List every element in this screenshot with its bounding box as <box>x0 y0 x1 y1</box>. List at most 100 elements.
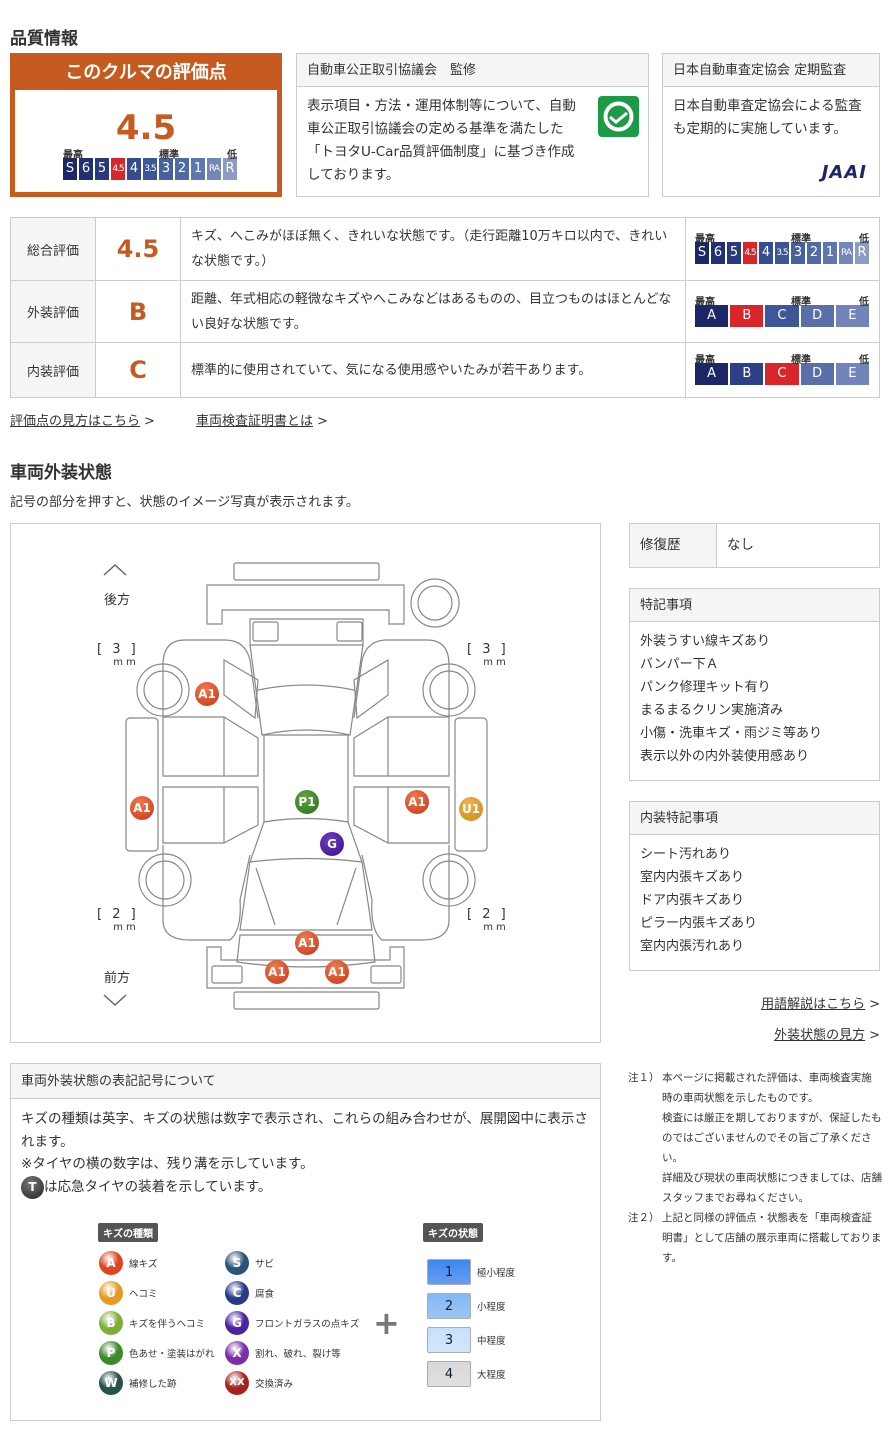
rating-label: 総合評価 <box>10 217 96 281</box>
scale-cell: S <box>695 242 709 264</box>
list-item: ピラー内張キズあり <box>640 916 758 931</box>
list-item: シート汚れあり <box>640 847 732 862</box>
scale-label-high: 最高 <box>63 150 83 161</box>
score-guide-link[interactable]: 評価点の見方はこちら> <box>10 410 155 429</box>
car-outline <box>125 562 488 1010</box>
damage-type-label: 交換済み <box>255 1379 294 1390</box>
scale-cell: 3.5 <box>143 158 157 180</box>
table-row: 内装評価 C 標準的に使用されていて、気になる使用感やいたみが若干あります。 最… <box>10 342 880 398</box>
scale-cell: 6 <box>711 242 725 264</box>
damage-state-badge: 2 <box>427 1293 471 1319</box>
front-label: 前方 <box>104 971 131 986</box>
scale-cell: 2 <box>807 242 821 264</box>
damage-marker[interactable]: P1 <box>295 790 319 814</box>
damage-marker[interactable]: A1 <box>405 790 429 814</box>
scale-cell: 6 <box>79 158 93 180</box>
damage-state-badge: 4 <box>427 1361 471 1387</box>
jaai-title: 日本自動車査定協会 定期監査 <box>663 54 879 87</box>
legend-tire-note: ※タイヤの横の数字は、残り溝を示しています。 <box>21 1156 314 1172</box>
damage-marker[interactable]: A1 <box>265 960 289 984</box>
damage-state-badge: 1 <box>427 1259 471 1285</box>
link-label: 評価点の見方はこちら <box>10 414 141 429</box>
damage-state-label: 中程度 <box>477 1336 506 1347</box>
list-item: ドア内張キズあり <box>640 893 745 908</box>
damage-marker[interactable]: A1 <box>130 796 154 820</box>
link-label: 外装状態の見方 <box>774 1028 866 1043</box>
damage-type-label: フロントガラスの点キズ <box>255 1319 360 1330</box>
link-label: 用語解説はこちら <box>761 997 866 1012</box>
list-item: 外装うすい線キズあり <box>640 634 771 649</box>
damage-type-badge: X <box>225 1341 249 1365</box>
tread-front-right: [ 2 ]mm <box>467 907 509 933</box>
damage-type-badge: XX <box>225 1371 249 1395</box>
scale-cell: C <box>765 305 799 327</box>
damage-states-title: キズの状態 <box>423 1223 483 1242</box>
damage-type-item: X 割れ、破れ、裂け等 <box>225 1341 341 1365</box>
damage-type-label: サビ <box>255 1259 275 1270</box>
scale-cell: 5 <box>95 158 109 180</box>
scale-label-low: 低 <box>859 297 869 308</box>
tread-rear-left: [ 3 ]mm <box>97 642 139 668</box>
damage-marker[interactable]: U1 <box>459 797 483 821</box>
damage-type-badge: U <box>99 1281 123 1305</box>
damage-type-item: C 腐食 <box>225 1281 274 1305</box>
scale-cell: S <box>63 158 77 180</box>
damage-type-label: 割れ、破れ、裂け等 <box>255 1349 341 1360</box>
damage-type-label: 色あせ・塗装はがれ <box>129 1349 215 1360</box>
list-item: 表示以外の内外装使用感あり <box>640 749 810 764</box>
supervision-panel: 自動車公正取引協議会 監修 表示項目・方法・運用体制等について、自動車公正取引協… <box>296 53 649 197</box>
damage-type-badge: S <box>225 1251 249 1275</box>
damage-state-label: 極小程度 <box>477 1268 516 1279</box>
damage-type-label: 腐食 <box>255 1289 275 1300</box>
exterior-subtitle: 記号の部分を押すと、状態のイメージ写真が表示されます。 <box>10 495 359 510</box>
list-item: 室内内張汚れあり <box>640 939 745 954</box>
scale-label-mid: 標準 <box>791 297 811 308</box>
damage-type-badge: G <box>225 1311 249 1335</box>
damage-marker[interactable]: G <box>320 832 344 856</box>
exterior-section-title: 車両外装状態 <box>10 463 112 483</box>
certificate-link[interactable]: 車両検査証明書とは> <box>196 410 328 429</box>
damage-type-item: G フロントガラスの点キズ <box>225 1311 359 1335</box>
scale-cell: 2 <box>175 158 189 180</box>
damage-type-badge: P <box>99 1341 123 1365</box>
chevron-up-icon[interactable] <box>103 563 127 576</box>
chevron-down-icon[interactable] <box>103 994 127 1007</box>
list-item: 室内内張キズあり <box>640 870 745 885</box>
exterior-guide-link[interactable]: 外装状態の見方> <box>774 1024 880 1043</box>
damage-marker[interactable]: A1 <box>195 682 219 706</box>
interior-notes-title: 内装特記事項 <box>630 802 879 835</box>
scale-cell: 3 <box>791 242 805 264</box>
scale-cell: A <box>695 363 729 385</box>
car-diagram: 後方 前方 [ 3 ]mm [ 3 ]mm [ 2 ]mm [ 2 ]mm A1… <box>10 523 601 1043</box>
jaai-text: 日本自動車査定協会による監査も定期的に実施しています。 <box>673 98 862 137</box>
interior-notes-list: シート汚れあり室内内張キズありドア内張キズありピラー内張キズあり室内内張汚れあり <box>630 835 879 966</box>
jaai-panel: 日本自動車査定協会 定期監査 日本自動車査定協会による監査も定期的に実施していま… <box>662 53 880 197</box>
glossary-link[interactable]: 用語解説はこちら> <box>761 993 880 1012</box>
damage-type-item: XX 交換済み <box>225 1371 293 1395</box>
scale-cell: D <box>800 363 834 385</box>
note1-text: 詳細及び現状の車両状態につきましては、店舗スタッフまでお尋ねください。 <box>662 1172 882 1204</box>
scale-label-mid: 標準 <box>159 150 179 161</box>
scale-label-high: 最高 <box>695 297 715 308</box>
scale-cell: 3.5 <box>775 242 789 264</box>
scale-cell: 4.5 <box>111 158 125 180</box>
repair-label: 修復歴 <box>630 524 717 567</box>
chevron-right-icon: > <box>144 414 155 429</box>
damage-types-title: キズの種類 <box>98 1223 158 1242</box>
legend-tire-badge-note: は応急タイヤの装着を示しています。 <box>44 1178 272 1195</box>
damage-type-badge: A <box>99 1251 123 1275</box>
supervision-text: 表示項目・方法・運用体制等について、自動車公正取引協議会の定める基準を満たした「… <box>307 98 576 183</box>
special-notes-title: 特記事項 <box>630 589 879 622</box>
damage-type-badge: C <box>225 1281 249 1305</box>
damage-marker[interactable]: A1 <box>325 960 349 984</box>
scale-cell: D <box>800 305 834 327</box>
list-item: まるまるクリン実施済み <box>640 703 784 718</box>
scale-cell: E <box>835 363 869 385</box>
scale-cell: E <box>835 305 869 327</box>
repair-history: 修復歴 なし <box>629 523 880 568</box>
damage-marker[interactable]: A1 <box>295 931 319 955</box>
